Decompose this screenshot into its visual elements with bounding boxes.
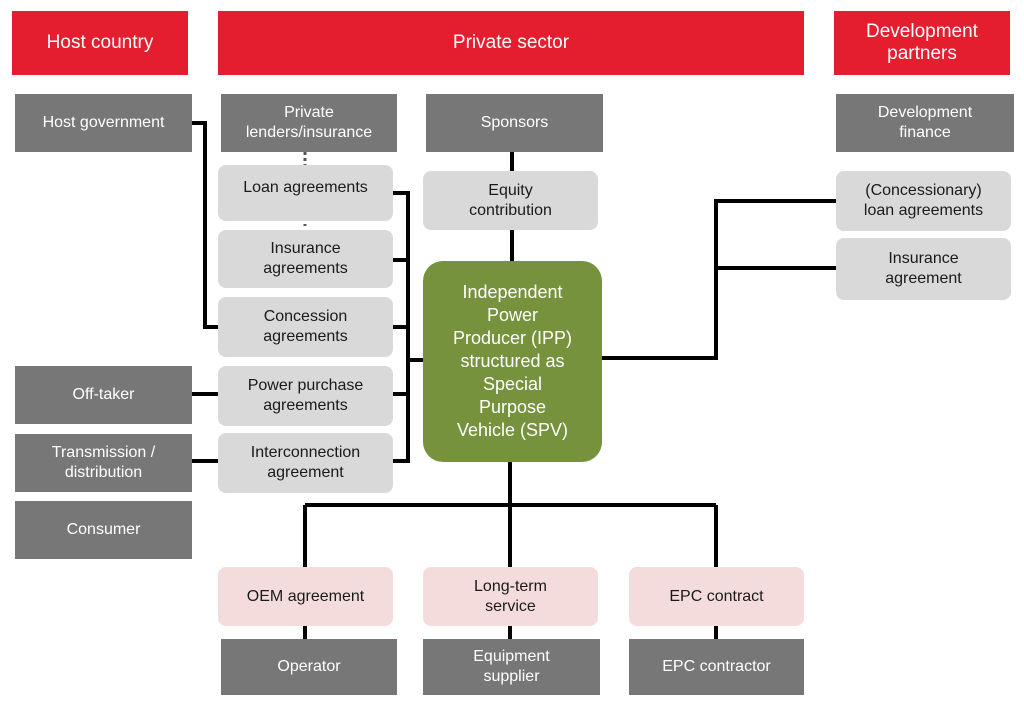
epc-contract-box: EPC contract xyxy=(629,567,804,626)
operator-box: Operator xyxy=(221,639,397,695)
oem-agreement-box: OEM agreement xyxy=(218,567,393,626)
long-term-service-box: Long-term service xyxy=(423,567,598,626)
ipp-spv-box: Independent Power Producer (IPP) structu… xyxy=(423,261,602,462)
interconnection-agreement-box: Interconnection agreement xyxy=(218,433,393,493)
host-gov-connector xyxy=(192,121,218,329)
insurance-agreements-box: Insurance agreements xyxy=(218,230,393,288)
development-connector xyxy=(600,199,836,360)
concessionary-loan-box: (Concessionary) loan agreements xyxy=(836,171,1011,231)
header-private-sector: Private sector xyxy=(218,11,804,75)
sponsors-box: Sponsors xyxy=(426,94,603,152)
epc-contractor-box: EPC contractor xyxy=(629,639,804,695)
loan-agreements-box: Loan agreements xyxy=(218,165,393,221)
equity-contribution-box: Equity contribution xyxy=(423,171,598,230)
consumer-box: Consumer xyxy=(15,501,192,559)
off-taker-box: Off-taker xyxy=(15,366,192,424)
private-lenders-box: Private lenders/insurance xyxy=(221,94,397,152)
host-government-box: Host government xyxy=(15,94,192,152)
power-purchase-agreements-box: Power purchase agreements xyxy=(218,366,393,426)
header-development-partners: Development partners xyxy=(834,11,1010,75)
transmission-box: Transmission / distribution xyxy=(15,434,192,492)
concession-agreements-box: Concession agreements xyxy=(218,297,393,357)
dev-insurance-agreement-box: Insurance agreement xyxy=(836,238,1011,300)
header-host-country: Host country xyxy=(12,11,188,75)
development-finance-box: Development finance xyxy=(836,94,1014,152)
equipment-supplier-box: Equipment supplier xyxy=(423,639,600,695)
